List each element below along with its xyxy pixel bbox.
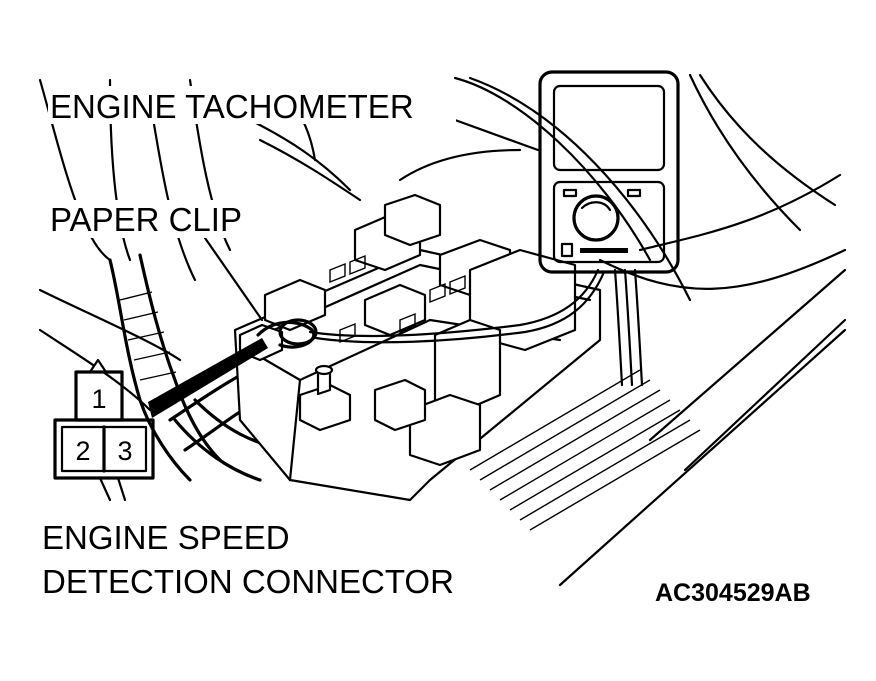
engine-tachometer-label: ENGINE TACHOMETER xyxy=(50,88,414,125)
hoses xyxy=(108,253,292,482)
relay-box xyxy=(233,193,602,502)
pin-2-label: 2 xyxy=(75,436,90,466)
figure-code: AC304529AB xyxy=(655,579,811,607)
paper-clip-label: PAPER CLIP xyxy=(50,201,242,238)
pin-3-label: 3 xyxy=(117,436,132,466)
pin-1-label: 1 xyxy=(91,384,106,414)
tachometer-leads xyxy=(308,268,644,387)
connector-label-line1: ENGINE SPEED xyxy=(42,519,290,556)
pointer-wedge xyxy=(148,338,268,418)
engine-tachometer-device xyxy=(538,70,680,274)
leader-lines xyxy=(98,118,540,502)
connector-label-line2: DETECTION CONNECTOR xyxy=(42,563,454,600)
connector-pin-diagram: 1 2 3 xyxy=(53,358,155,480)
